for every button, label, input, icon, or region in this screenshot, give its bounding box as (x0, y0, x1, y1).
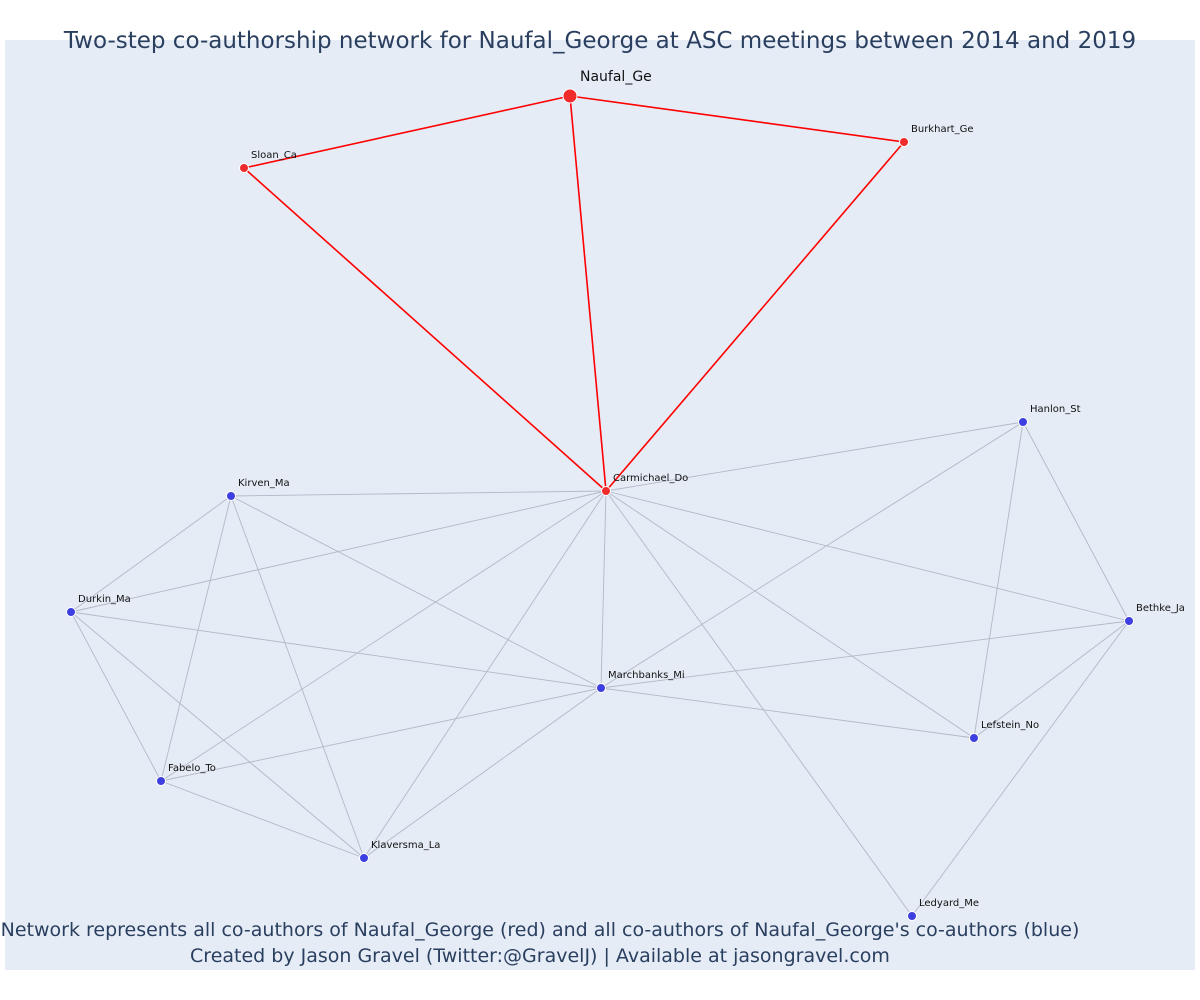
plot-background (5, 40, 1195, 970)
node-naufal-ge[interactable] (562, 88, 578, 104)
node-label-marchbanks-mi: Marchbanks_Mi (608, 670, 685, 681)
node-label-ledyard-me: Ledyard_Me (919, 898, 979, 909)
edge-kirven-ma-durkin-ma (70, 495, 232, 613)
node-marchbanks-mi[interactable] (596, 683, 606, 693)
node-bethke-ja[interactable] (1124, 616, 1134, 626)
edge-durkin-ma-marchbanks-mi (70, 611, 602, 689)
node-layer (66, 88, 1134, 921)
edge-carmichael-do-fabelo-to (160, 490, 607, 782)
node-label-durkin-ma: Durkin_Ma (78, 594, 131, 605)
edge-hanlon-st-bethke-ja (1022, 421, 1130, 622)
edge-naufal-ge-carmichael-do (569, 95, 607, 492)
edge-kirven-ma-marchbanks-mi (230, 495, 602, 689)
edge-sloan-ca-carmichael-do (243, 167, 607, 492)
edge-carmichael-do-klaversma-la (363, 490, 607, 859)
node-label-sloan-ca: Sloan_Ca (251, 150, 297, 161)
node-label-kirven-ma: Kirven_Ma (238, 478, 290, 489)
node-burkhart-ge[interactable] (899, 137, 909, 147)
edge-carmichael-do-kirven-ma (230, 490, 607, 497)
edge-naufal-ge-burkhart-ge (569, 95, 905, 143)
footer-line-1: Network represents all co-authors of Nau… (0, 919, 1080, 941)
node-label-carmichael-do: Carmichael_Do (613, 473, 688, 484)
edge-layer (70, 95, 1130, 917)
node-label-burkhart-ge: Burkhart_Ge (911, 124, 974, 135)
edge-marchbanks-mi-fabelo-to (160, 687, 602, 782)
edge-kirven-ma-klaversma-la (230, 495, 365, 859)
node-label-fabelo-to: Fabelo_To (168, 763, 216, 774)
node-kirven-ma[interactable] (226, 491, 236, 501)
footer-caption: Network represents all co-authors of Nau… (0, 917, 1080, 969)
edge-hanlon-st-marchbanks-mi (600, 421, 1024, 689)
edge-durkin-ma-fabelo-to (70, 611, 162, 782)
edge-burkhart-ge-carmichael-do (605, 141, 905, 492)
edge-carmichael-do-lefstein-no (605, 490, 975, 739)
node-sloan-ca[interactable] (239, 163, 249, 173)
node-durkin-ma[interactable] (66, 607, 76, 617)
node-label-klaversma-la: Klaversma_La (371, 840, 440, 851)
edge-carmichael-do-marchbanks-mi (600, 490, 607, 689)
node-label-lefstein-no: Lefstein_No (981, 720, 1039, 731)
node-lefstein-no[interactable] (969, 733, 979, 743)
edge-carmichael-do-bethke-ja (605, 490, 1130, 622)
node-label-hanlon-st: Hanlon_St (1030, 404, 1081, 415)
node-klaversma-la[interactable] (359, 853, 369, 863)
edge-carmichael-do-hanlon-st (605, 421, 1024, 492)
edge-carmichael-do-ledyard-me (605, 490, 913, 917)
edge-marchbanks-mi-klaversma-la (363, 687, 602, 859)
edge-bethke-ja-ledyard-me (911, 620, 1130, 917)
edge-bethke-ja-marchbanks-mi (600, 620, 1130, 689)
node-label-naufal-ge: Naufal_Ge (580, 69, 652, 85)
edge-fabelo-to-klaversma-la (160, 780, 365, 859)
node-ledyard-me[interactable] (907, 911, 917, 921)
node-fabelo-to[interactable] (156, 776, 166, 786)
node-carmichael-do[interactable] (601, 486, 611, 496)
node-hanlon-st[interactable] (1018, 417, 1028, 427)
node-label-bethke-ja: Bethke_Ja (1136, 603, 1185, 614)
edge-hanlon-st-lefstein-no (973, 421, 1024, 739)
edge-naufal-ge-sloan-ca (243, 95, 571, 169)
chart-title: Two-step co-authorship network for Naufa… (63, 28, 1137, 54)
edge-durkin-ma-klaversma-la (70, 611, 365, 859)
edge-kirven-ma-fabelo-to (160, 495, 232, 782)
edge-marchbanks-mi-lefstein-no (600, 687, 975, 739)
footer-line-2: Created by Jason Gravel (Twitter:@Gravel… (190, 945, 890, 967)
edge-bethke-ja-lefstein-no (973, 620, 1130, 739)
